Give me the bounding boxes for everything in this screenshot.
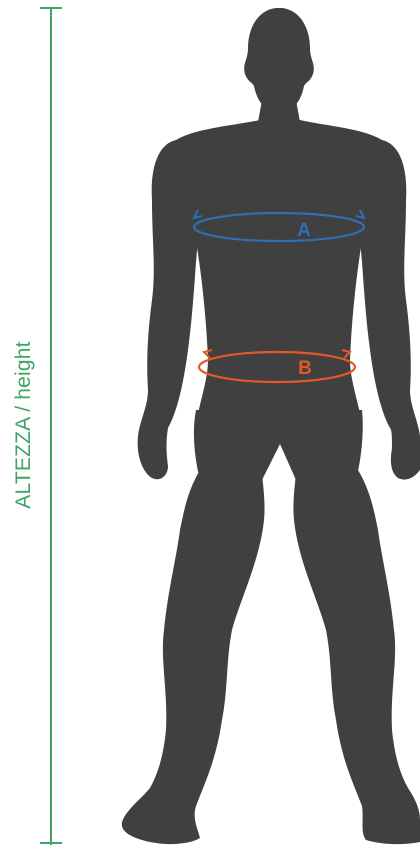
torso	[175, 120, 382, 424]
measurement-b-label: B	[298, 358, 312, 379]
body-silhouette	[122, 8, 420, 844]
arm-left	[138, 140, 200, 479]
leg-right	[293, 470, 420, 844]
pelvis	[194, 410, 363, 480]
measurement-a-label: A	[297, 220, 311, 241]
arm-right	[358, 140, 420, 480]
height-label: ALTEZZA / height	[12, 341, 35, 508]
height-line	[40, 8, 62, 845]
leg-left	[122, 470, 265, 844]
